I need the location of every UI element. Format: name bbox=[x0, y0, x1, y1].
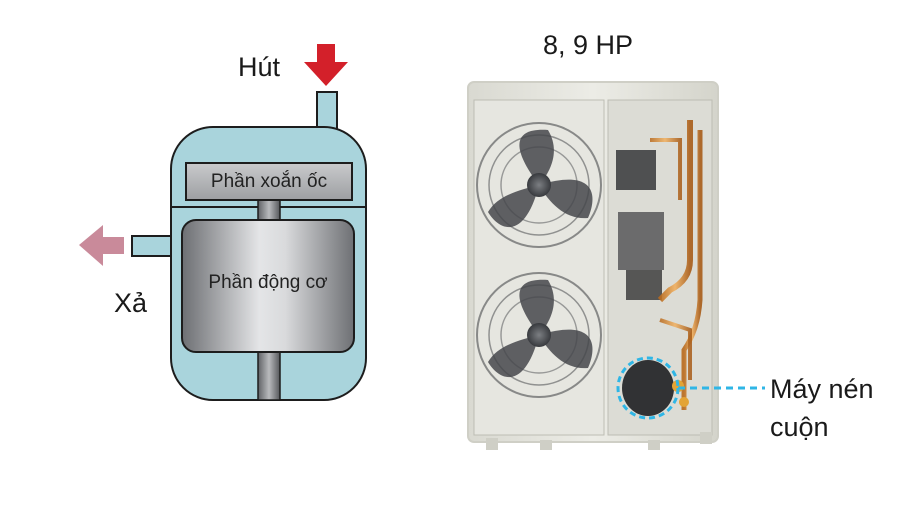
fan-lower-icon bbox=[476, 272, 602, 398]
control-box bbox=[616, 150, 656, 190]
compressor-body bbox=[622, 360, 674, 416]
discharge-pipe bbox=[131, 235, 175, 257]
compressor-callout bbox=[616, 356, 765, 420]
motor-part-label: Phần động cơ bbox=[208, 272, 328, 293]
unit-foot bbox=[486, 438, 498, 450]
compressor-cutaway bbox=[131, 91, 367, 401]
shaft-upper bbox=[257, 197, 281, 223]
compressor-label-line2: cuộn bbox=[770, 412, 829, 442]
copper-pipe bbox=[657, 120, 693, 303]
pcb-board bbox=[618, 212, 664, 270]
scroll-part bbox=[185, 162, 353, 201]
model-label: 8, 9 HP bbox=[543, 30, 634, 60]
discharge-label: Xả bbox=[114, 288, 148, 318]
scroll-part-label: Phần xoắn ốc bbox=[210, 171, 328, 192]
fan-upper-icon bbox=[476, 122, 602, 248]
motor-part bbox=[181, 219, 355, 353]
outdoor-unit bbox=[467, 81, 719, 450]
suction-label: Hút bbox=[238, 52, 281, 82]
compressor-label-line1: Máy nén bbox=[770, 374, 874, 404]
shaft-lower bbox=[257, 349, 281, 401]
arrow-left-icon bbox=[79, 225, 124, 266]
arrow-down-icon bbox=[304, 44, 348, 86]
